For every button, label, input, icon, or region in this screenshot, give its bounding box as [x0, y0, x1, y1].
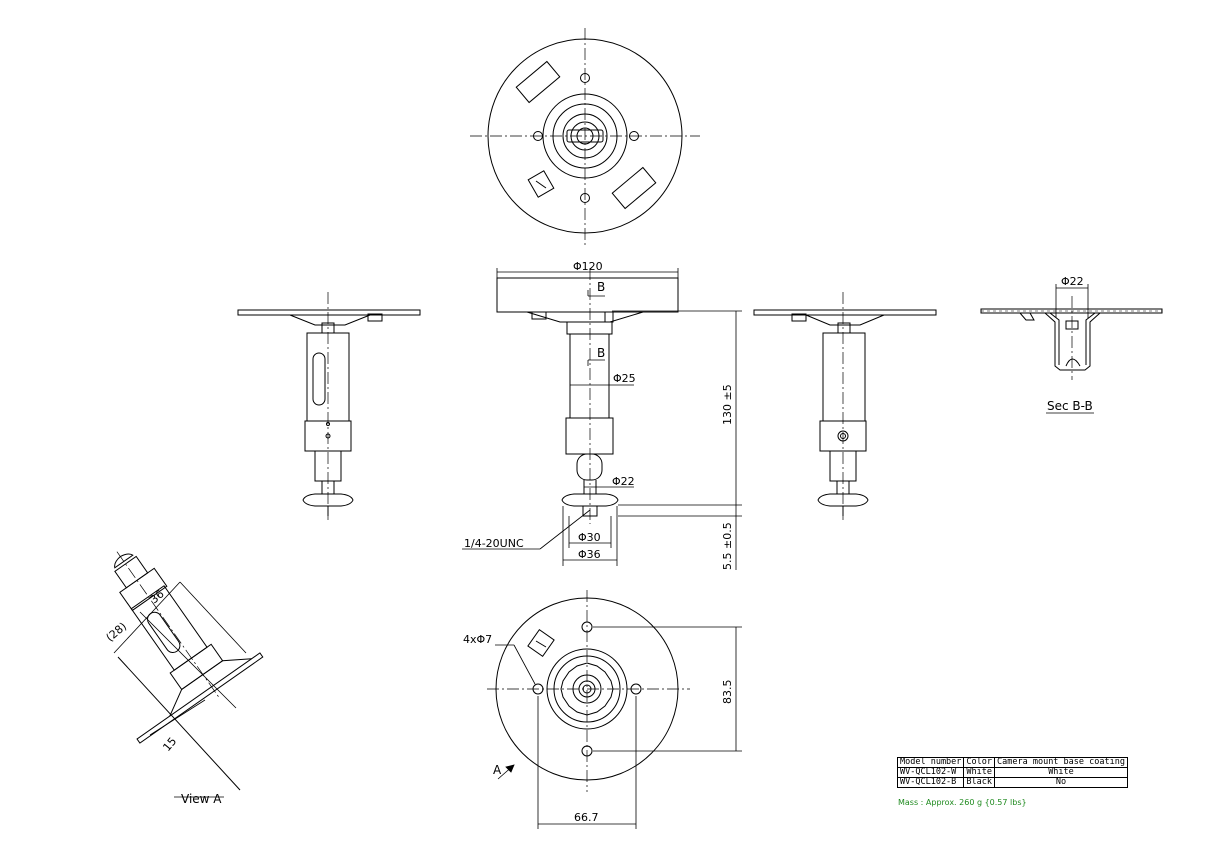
spec-table: Model number Color Camera mount base coa…	[896, 757, 1128, 788]
section-b-b	[980, 284, 1163, 414]
section-title: Sec B-B	[1047, 399, 1093, 413]
dimension-d25: Φ25	[613, 372, 636, 385]
dimension-d22: Φ22	[612, 475, 635, 488]
bottom-plan-view	[487, 590, 690, 792]
view-a	[113, 551, 264, 798]
cell-color: White	[963, 767, 996, 778]
cell-coating: No	[994, 777, 1128, 788]
section-marker-top: B	[597, 280, 605, 294]
mass-note: Mass : Approx. 260 g {0.57 lbs}	[898, 798, 1027, 807]
dimension-d22-section: Φ22	[1061, 275, 1084, 288]
right-side-view	[753, 292, 937, 520]
cell-model: WV-QCL102-B	[896, 777, 965, 788]
dimension-thread: 1/4-20UNC	[464, 537, 524, 550]
dimension-height-130: 130 ±5	[721, 384, 734, 425]
table-row: WV-QCL102-W White White	[896, 767, 1128, 778]
cell-color: Black	[963, 777, 996, 788]
left-side-view	[237, 292, 421, 520]
bottom-dimension-lines	[495, 626, 742, 829]
dimension-d36: Φ36	[578, 548, 601, 561]
cell-coating: White	[994, 767, 1128, 778]
header-model: Model number	[896, 757, 965, 768]
dimension-pcd-horizontal: 66.7	[574, 811, 599, 824]
dimension-holes: 4xΦ7	[463, 633, 492, 646]
dimension-pcd-vertical: 83.5	[721, 680, 734, 705]
top-plan-view	[470, 28, 700, 246]
dimension-d30: Φ30	[578, 531, 601, 544]
section-marker-bottom: B	[597, 346, 605, 360]
header-color: Color	[963, 757, 996, 768]
spec-table-header: Model number Color Camera mount base coa…	[896, 757, 1128, 768]
dimension-d120: Φ120	[573, 260, 603, 273]
dimension-view-a-36: 36	[148, 587, 167, 606]
dimension-view-a-15: 15	[160, 735, 179, 754]
cell-model: WV-QCL102-W	[896, 767, 965, 778]
view-title: View A	[181, 792, 222, 806]
dimension-height-5-5: 5.5 ±0.5	[721, 522, 734, 570]
header-coating: Camera mount base coating	[994, 757, 1128, 768]
front-dimension-lines	[462, 268, 742, 570]
view-arrow-label: A	[493, 763, 502, 777]
table-row: WV-QCL102-B Black No	[896, 777, 1128, 788]
front-view	[496, 268, 679, 524]
